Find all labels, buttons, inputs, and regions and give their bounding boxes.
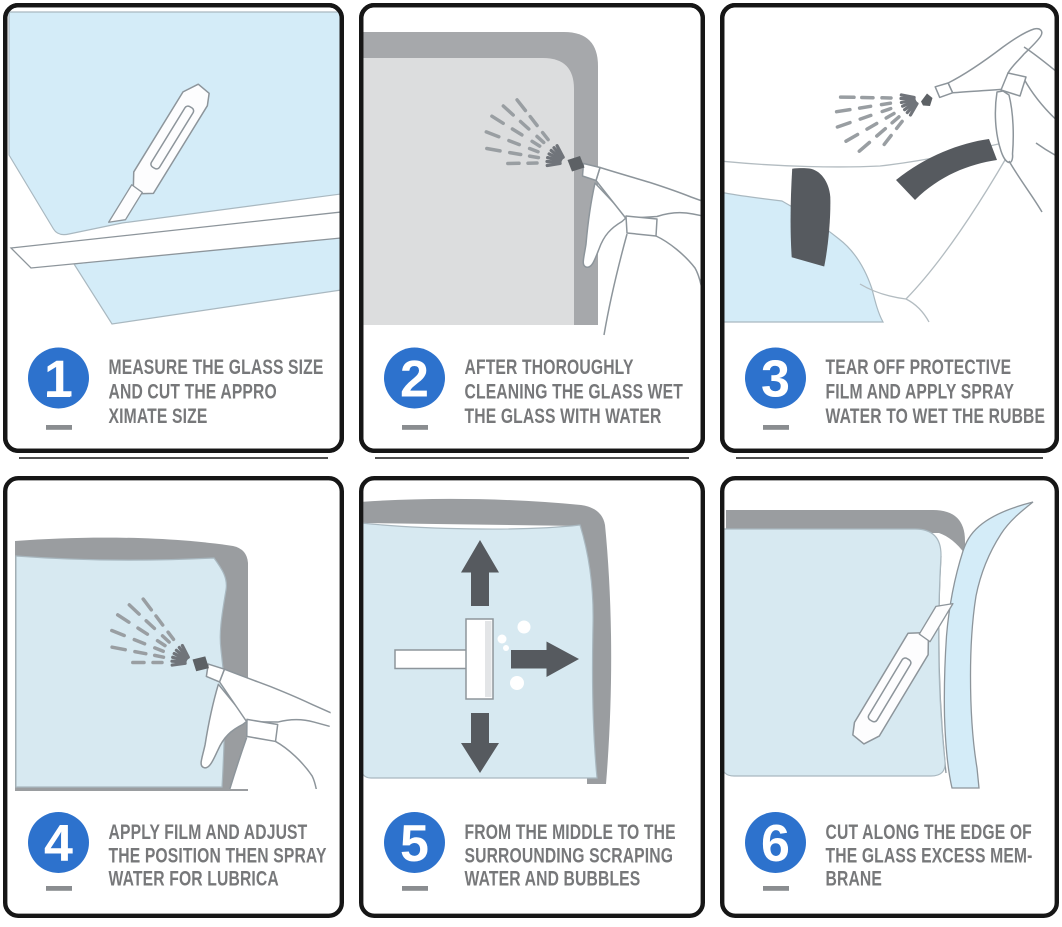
svg-text:APPLY FILM AND ADJUST: APPLY FILM AND ADJUST xyxy=(109,820,308,844)
svg-text:6: 6 xyxy=(761,815,790,873)
svg-text:SURROUNDING SCRAPING: SURROUNDING SCRAPING xyxy=(465,843,674,867)
svg-text:THE GLASS WITH WATER: THE GLASS WITH WATER xyxy=(465,404,662,428)
svg-text:CLEANING THE GLASS WET: CLEANING THE GLASS WET xyxy=(465,379,684,403)
svg-text:1: 1 xyxy=(44,351,73,409)
svg-text:THE GLASS EXCESS MEM-: THE GLASS EXCESS MEM- xyxy=(826,843,1033,867)
svg-text:XIMATE SIZE: XIMATE SIZE xyxy=(109,404,208,428)
svg-text:WATER TO WET THE RUBBE: WATER TO WET THE RUBBE xyxy=(826,404,1046,428)
svg-text:MEASURE THE GLASS SIZE: MEASURE THE GLASS SIZE xyxy=(109,355,324,379)
svg-text:THE POSITION THEN SPRAY: THE POSITION THEN SPRAY xyxy=(109,843,327,867)
svg-text:5: 5 xyxy=(400,815,429,873)
svg-text:WATER AND BUBBLES: WATER AND BUBBLES xyxy=(465,866,641,890)
svg-text:WATER FOR LUBRICA: WATER FOR LUBRICA xyxy=(109,866,280,890)
svg-text:4: 4 xyxy=(44,815,73,873)
svg-text:AFTER THOROUGHLY: AFTER THOROUGHLY xyxy=(465,355,634,379)
svg-text:CUT ALONG THE EDGE OF: CUT ALONG THE EDGE OF xyxy=(826,820,1032,844)
svg-text:AND CUT THE APPRO: AND CUT THE APPRO xyxy=(109,379,277,403)
svg-text:TEAR OFF PROTECTIVE: TEAR OFF PROTECTIVE xyxy=(826,355,1012,379)
svg-text:3: 3 xyxy=(761,351,790,409)
svg-text:2: 2 xyxy=(400,351,429,409)
svg-text:BRANE: BRANE xyxy=(826,866,883,890)
svg-text:FROM THE MIDDLE TO THE: FROM THE MIDDLE TO THE xyxy=(465,820,676,844)
svg-text:FILM AND APPLY SPRAY: FILM AND APPLY SPRAY xyxy=(826,379,1015,403)
